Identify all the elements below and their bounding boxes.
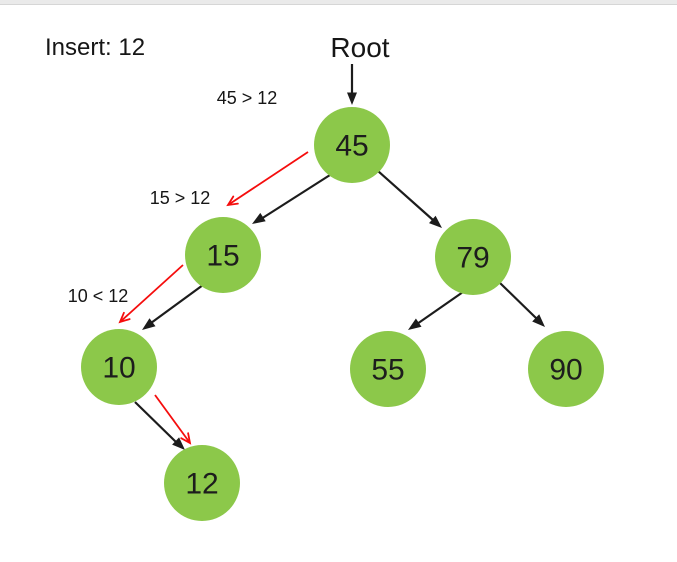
node-15-circle [185,217,261,293]
edge-79-55-arrowhead-icon [408,318,422,330]
edge-45-79-line [377,170,434,221]
edge-10-12-arrowhead-icon [172,437,185,450]
root-arrowhead-icon [347,92,357,105]
node-12-value: 12 [185,468,218,501]
top-border-strip [0,0,677,4]
node-15-value: 15 [206,240,239,273]
traversal-arrow-10-12 [154,394,192,445]
edge-45-15-line [260,174,331,220]
node-90-value: 90 [549,354,582,387]
node-45-circle [314,107,390,183]
node-45: 45 [314,107,390,183]
edge-79-55-line [416,291,464,325]
node-55: 55 [350,331,426,407]
top-border-strip-line [0,4,677,5]
node-10: 10 [81,329,157,405]
edge-45-15-arrowhead-icon [252,212,266,224]
traversal-10-12-arrowhead-icon [180,432,192,445]
comparison-label-10: 10 < 12 [68,286,129,306]
node-55-circle [350,331,426,407]
node-79: 79 [435,219,511,295]
edge-15-10 [142,284,204,330]
traversal-15-10-arrowhead-icon [118,311,131,324]
comparison-label-45: 45 > 12 [217,88,278,108]
edge-45-79 [377,170,442,228]
edge-45-15 [252,174,331,224]
root-arrow [347,64,357,105]
node-15: 15 [185,217,261,293]
node-12-circle [164,445,240,521]
node-79-value: 79 [456,242,489,275]
node-12: 12 [164,445,240,521]
edge-45-79-arrowhead-icon [429,215,442,228]
traversal-15-10-line [119,264,184,323]
edge-15-10-arrowhead-icon [142,318,156,330]
insert-title: Insert: 12 [45,34,145,61]
node-90: 90 [528,331,604,407]
edge-79-90 [499,282,545,327]
node-45-value: 45 [335,130,368,163]
node-90-circle [528,331,604,407]
node-79-circle [435,219,511,295]
root-label: Root [330,32,389,63]
edge-79-90-arrowhead-icon [532,314,545,327]
traversal-45-15-line [227,151,309,206]
node-55-value: 55 [371,354,404,387]
traversal-arrow-45-15 [226,151,309,207]
edge-79-55 [408,291,464,330]
edge-10-12 [134,401,185,450]
edge-15-10-line [150,284,204,324]
traversal-arrow-15-10 [118,264,184,324]
edge-79-90-line [499,282,537,319]
traversal-10-12-line [154,394,191,444]
node-10-value: 10 [102,352,135,385]
node-10-circle [81,329,157,405]
comparison-label-15: 15 > 12 [150,188,211,208]
edge-10-12-line [134,401,177,443]
traversal-45-15-arrowhead-icon [226,195,239,207]
